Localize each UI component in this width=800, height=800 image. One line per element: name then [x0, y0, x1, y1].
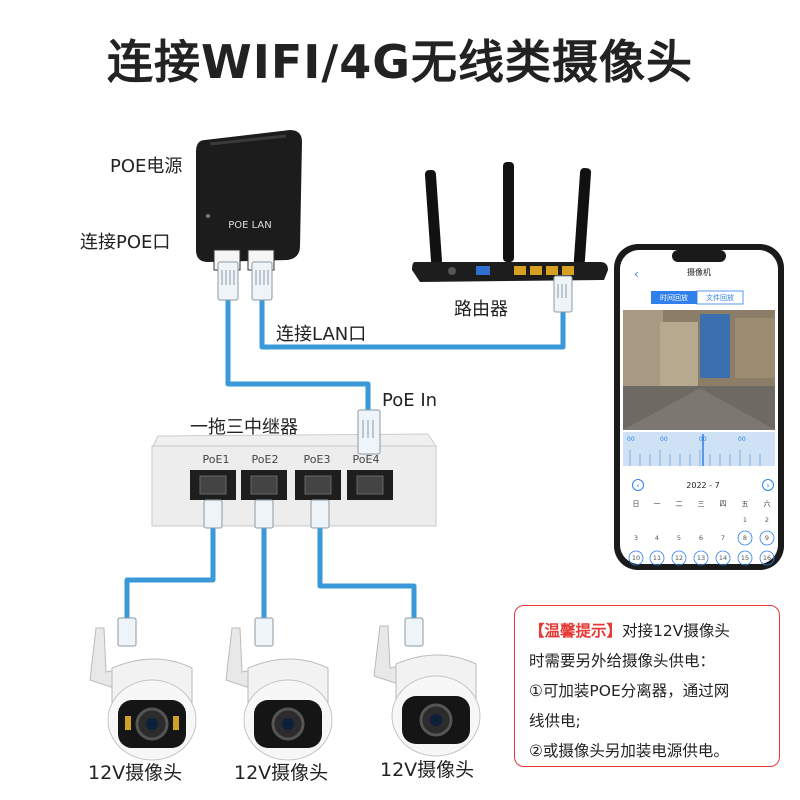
svg-text:16: 16: [763, 554, 771, 562]
svg-text:3: 3: [634, 534, 638, 542]
svg-text:六: 六: [764, 499, 771, 508]
calendar-weekdays: 日 一 二 三 四 五 六: [633, 499, 771, 508]
port-label-poe2: PoE2: [252, 453, 279, 466]
cable-lan-to-router: [259, 300, 566, 350]
label-poe-power: POE电源: [110, 156, 183, 177]
camera-video-feed: [623, 310, 775, 430]
notice-line-3: ①可加装POE分离器，通过网: [529, 682, 730, 700]
network-cables: [124, 300, 566, 618]
router-plug: [553, 275, 573, 313]
calendar-days: 1 2 3 4 5 6 7 8 9 10 11 12 13 14 15 16: [632, 516, 771, 562]
camera-label-1: 12V摄像头: [88, 762, 183, 784]
svg-text:一: 一: [654, 500, 661, 508]
next-month-icon[interactable]: [762, 479, 774, 491]
svg-text:12: 12: [675, 554, 683, 562]
svg-text:7: 7: [721, 534, 725, 542]
svg-text:›: ›: [766, 481, 769, 490]
repeater-plugs: [203, 409, 381, 529]
svg-text:1: 1: [743, 516, 747, 524]
svg-text:文件回放: 文件回放: [706, 293, 734, 302]
poe-device-mark: POE LAN: [228, 220, 272, 231]
camera-label-3: 12V摄像头: [380, 759, 475, 781]
svg-text:10: 10: [632, 554, 640, 562]
svg-text:00: 00: [627, 436, 635, 443]
notice-line-4: 线供电;: [529, 712, 581, 730]
cable-repeater-to-camera3: [317, 528, 417, 618]
notice-line-5: ②或摄像头另加装电源供电。: [529, 742, 729, 760]
poe-power-supply: POE LAN: [196, 130, 302, 271]
poe-plugs: [217, 261, 273, 301]
svg-text:8: 8: [743, 534, 747, 542]
label-connect-poe: 连接POE口: [80, 232, 171, 253]
svg-text:15: 15: [741, 554, 749, 562]
camera-1: [89, 617, 197, 761]
tips-notice: 【温馨提示】对接12V摄像头 时需要另外给摄像头供电： ①可加装POE分离器，通…: [514, 605, 780, 767]
cable-repeater-to-camera1: [124, 528, 216, 618]
port-label-poe1: PoE1: [203, 453, 230, 466]
label-connect-lan: 连接LAN口: [276, 324, 367, 345]
svg-text:三: 三: [698, 500, 705, 508]
svg-text:5: 5: [677, 534, 681, 542]
port-label-poe4: PoE4: [353, 453, 380, 466]
svg-text:6: 6: [699, 534, 703, 542]
svg-text:00: 00: [699, 436, 707, 443]
smartphone: ‹ 摄像机 时间回放 文件回放 00 00 00: [614, 244, 784, 570]
svg-text:14: 14: [719, 554, 727, 562]
notice-tag: 【温馨提示】: [529, 622, 623, 640]
svg-text:四: 四: [720, 500, 727, 508]
camera-3: [373, 617, 481, 757]
notice-line-2: 时需要另外给摄像头供电：: [529, 652, 716, 670]
label-router: 路由器: [454, 299, 508, 320]
router: [412, 162, 608, 282]
app-title: 摄像机: [687, 267, 711, 277]
svg-text:二: 二: [676, 500, 683, 508]
svg-text:11: 11: [653, 554, 661, 562]
svg-text:时间回放: 时间回放: [660, 293, 688, 302]
svg-text:00: 00: [660, 436, 668, 443]
svg-text:4: 4: [655, 534, 659, 542]
repeater-port-labels: PoE1 PoE2 PoE3 PoE4: [203, 453, 380, 466]
cable-poe-to-repeater: [225, 300, 371, 418]
svg-text:日: 日: [633, 500, 640, 508]
svg-text:9: 9: [765, 534, 769, 542]
calendar-month: 2022 - 7: [686, 481, 719, 490]
prev-month-icon[interactable]: [632, 479, 644, 491]
page-title: 连接WIFI/4G无线类摄像头: [107, 35, 693, 89]
notice-line-1: 【温馨提示】对接12V摄像头: [529, 622, 730, 640]
camera-2: [225, 617, 333, 761]
camera-label-2: 12V摄像头: [234, 762, 329, 784]
label-repeater: 一拖三中继器: [190, 417, 298, 438]
tab-file-playback: [696, 290, 744, 305]
label-poe-in: PoE In: [382, 390, 438, 411]
svg-text:‹: ‹: [636, 481, 639, 490]
back-icon[interactable]: ‹: [634, 267, 639, 281]
svg-text:2: 2: [765, 516, 769, 524]
svg-text:00: 00: [738, 436, 746, 443]
svg-text:五: 五: [742, 500, 749, 508]
port-label-poe3: PoE3: [304, 453, 331, 466]
tab-time-playback: [651, 291, 697, 304]
poe-repeater: PoE1 PoE2 PoE3 PoE4: [151, 433, 437, 527]
svg-text:13: 13: [697, 554, 705, 562]
